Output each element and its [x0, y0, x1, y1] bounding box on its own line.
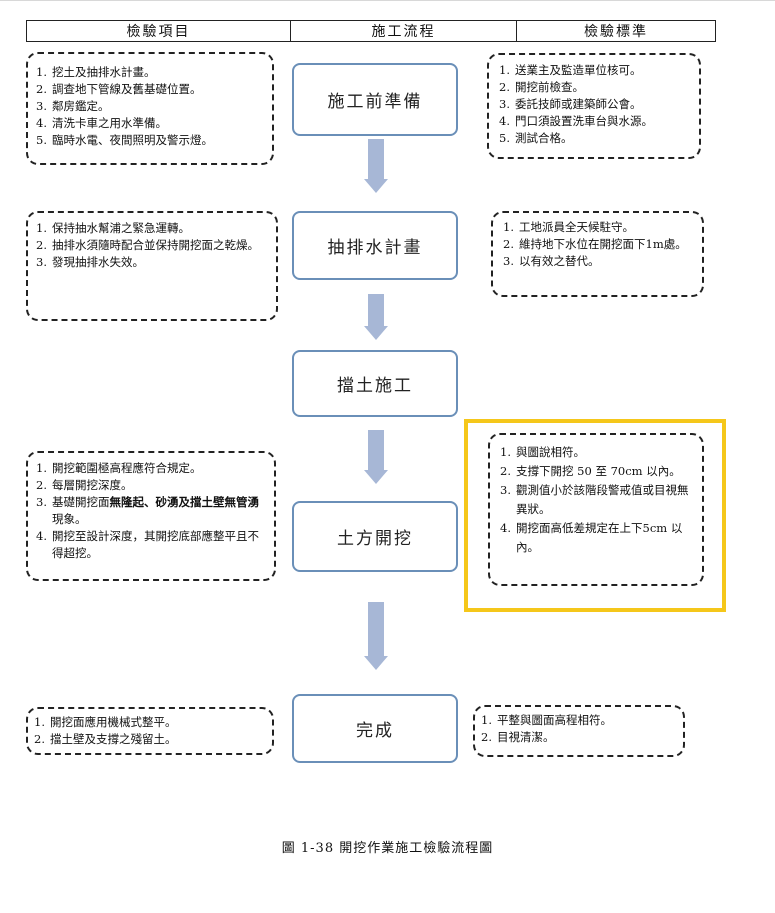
list-item: 1.與圖說相符。 — [500, 445, 585, 459]
list-item: 2.調查地下管線及舊基礎位置。 — [36, 82, 202, 96]
list-item: 3.鄰房鑑定。 — [36, 99, 110, 113]
list-item: 1.開挖範圍極高程應符合規定。 — [36, 461, 202, 475]
left-box-completion: 1.開挖面應用機械式整平。 2.擋土壁及支撐之殘留土。 — [26, 707, 274, 755]
left-box-preparation: 1.挖土及抽排水計畫。 2.調查地下管線及舊基礎位置。 3.鄰房鑑定。 4.清洗… — [26, 52, 274, 165]
list-item: 1.平整與圖面高程相符。 — [481, 713, 612, 727]
left-box-excavation: 1.開挖範圍極高程應符合規定。 2.每層開挖深度。 3.基礎開挖面無隆起、砂湧及… — [26, 451, 276, 581]
list-item: 5.測試合格。 — [499, 131, 573, 145]
right-box-preparation: 1.送業主及監造單位核可。 2.開挖前檢查。 3.委託技師或建築師公會。 4.門… — [487, 53, 701, 159]
list-item: 3.發現抽排水失效。 — [36, 255, 144, 269]
step-retaining-wall: 擋土施工 — [292, 350, 458, 417]
list-item: 1.挖土及抽排水計畫。 — [36, 65, 156, 79]
emphasis-text: 無隆起、砂湧及擋土壁無管湧 — [109, 495, 260, 509]
right-box-excavation: 1.與圖說相符。 2.支撐下開挖 50 至 70cm 以內。 3.觀測值小於該階… — [488, 433, 704, 586]
list-item: 3.委託技師或建築師公會。 — [499, 97, 642, 111]
flow-arrow — [364, 430, 388, 484]
list-item: 2.目視清潔。 — [481, 730, 555, 744]
flow-arrow — [364, 602, 388, 672]
list-item: 1.送業主及監造單位核可。 — [499, 63, 642, 77]
top-rule — [0, 0, 775, 1]
flow-arrow — [364, 294, 388, 340]
step-completion: 完成 — [292, 694, 458, 763]
list-item: 2.每層開挖深度。 — [36, 478, 133, 492]
list-item: 2.維持地下水位在開挖面下1m處。 — [503, 237, 687, 251]
header-inspection-standard: 檢驗標準 — [516, 21, 715, 41]
list-item: 1.保持抽水幫浦之緊急運轉。 — [36, 221, 190, 235]
list-item: 2.支撐下開挖 50 至 70cm 以內。 — [500, 464, 681, 478]
header-inspection-items: 檢驗項目 — [126, 24, 191, 40]
left-box-dewatering: 1.保持抽水幫浦之緊急運轉。 2.抽排水須隨時配合並保持開挖面之乾燥。 3.發現… — [26, 211, 278, 321]
header-construction-flow: 施工流程 — [290, 21, 516, 41]
list-item: 2.抽排水須隨時配合並保持開挖面之乾燥。 — [36, 238, 259, 252]
list-item: 1.工地派員全天候駐守。 — [503, 220, 634, 234]
step-excavation: 土方開挖 — [292, 501, 458, 572]
list-item: 4.清洗卡車之用水準備。 — [36, 116, 167, 130]
list-item: 4.門口須設置洗車台與水源。 — [499, 114, 653, 128]
flow-arrow — [364, 139, 388, 193]
step-preparation: 施工前準備 — [292, 63, 458, 136]
right-box-completion: 1.平整與圖面高程相符。 2.目視清潔。 — [473, 705, 685, 757]
list-item: 5.臨時水電、夜間照明及警示燈。 — [36, 133, 213, 147]
list-item: 3.以有效之替代。 — [503, 254, 600, 268]
list-item: 2.擋土壁及支撐之殘留土。 — [34, 732, 177, 746]
figure-caption: 圖 1-38 開挖作業施工檢驗流程圖 — [281, 841, 494, 856]
list-item: 4.開挖至設計深度，其開挖底部應整平且不得超挖。 — [36, 529, 259, 560]
right-box-dewatering: 1.工地派員全天候駐守。 2.維持地下水位在開挖面下1m處。 3.以有效之替代。 — [491, 211, 704, 297]
list-item: 3.基礎開挖面無隆起、砂湧及擋土壁無管湧現象。 — [36, 495, 260, 526]
list-item: 4.開挖面高低差規定在上下5cm 以內。 — [500, 521, 683, 554]
header-table: 檢驗項目 施工流程 檢驗標準 — [26, 20, 716, 42]
highlight-frame — [464, 419, 726, 612]
list-item: 3.觀測值小於該階段警戒值或目視無異狀。 — [500, 483, 689, 516]
step-dewatering: 抽排水計畫 — [292, 211, 458, 280]
list-item: 2.開挖前檢查。 — [499, 80, 584, 94]
list-item: 1.開挖面應用機械式整平。 — [34, 715, 177, 729]
